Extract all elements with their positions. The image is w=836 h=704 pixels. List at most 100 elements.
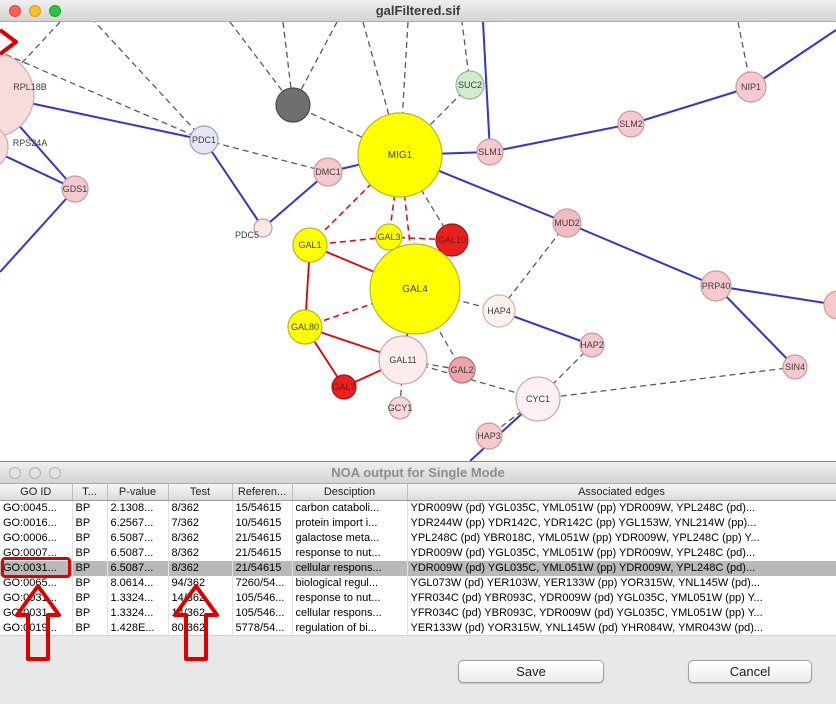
node-circle[interactable] [388, 396, 412, 420]
cell-p-value[interactable]: 6.5087... [107, 561, 169, 576]
network-edge[interactable] [537, 366, 796, 400]
cell-associated-edges[interactable]: YFR034C (pd) YBR093C, YDR009W (pd) YGL03… [407, 591, 836, 606]
node-circle[interactable] [435, 223, 469, 257]
cell-referen[interactable]: 10/54615 [232, 516, 293, 531]
network-node-cyc1[interactable]: CYC1 [515, 376, 561, 422]
node-circle[interactable] [189, 125, 219, 155]
cell-p-value[interactable]: 1.428E... [107, 621, 169, 636]
network-node-gal11[interactable]: GAL11 [378, 335, 428, 385]
cell-desciption[interactable]: response to nut... [292, 591, 408, 606]
network-edge[interactable] [482, 22, 491, 153]
node-circle[interactable] [476, 138, 504, 166]
node-circle[interactable] [0, 125, 9, 169]
column-header-test[interactable]: Test [168, 484, 233, 501]
cell-referen[interactable]: 21/54615 [232, 531, 293, 546]
cell-desciption[interactable]: cellular respons... [292, 606, 408, 621]
cell-desciption[interactable]: cellular respons... [292, 561, 408, 576]
node-circle[interactable] [735, 71, 767, 103]
cell-go-id[interactable]: GO:0031... [0, 591, 73, 606]
network-edge[interactable] [566, 222, 717, 287]
cell-t[interactable]: BP [72, 531, 108, 546]
cell-associated-edges[interactable]: YGL073W (pd) YER103W, YER133W (pp) YOR31… [407, 576, 836, 591]
node-circle[interactable] [378, 335, 428, 385]
cell-test[interactable]: 8/362 [168, 500, 233, 516]
cell-test[interactable]: 80/362 [168, 621, 233, 636]
node-circle[interactable] [455, 70, 485, 100]
cell-t[interactable]: BP [72, 546, 108, 561]
network-node-gal80[interactable]: GAL80 [287, 309, 323, 345]
cell-referen[interactable]: 15/54615 [232, 500, 293, 516]
network-node-suc2[interactable]: SUC2 [455, 70, 485, 100]
cell-p-value[interactable]: 6.2567... [107, 516, 169, 531]
network-edge[interactable] [0, 51, 205, 141]
node-circle[interactable] [448, 356, 476, 384]
cell-associated-edges[interactable]: YDR244W (pp) YDR142C, YDR142C (pp) YGL15… [407, 516, 836, 531]
cell-t[interactable]: BP [72, 591, 108, 606]
column-header-go-id[interactable]: GO ID [0, 484, 73, 501]
network-node-pdc5[interactable]: PDC5 [235, 218, 273, 240]
cell-t[interactable]: BP [72, 621, 108, 636]
node-circle[interactable] [782, 354, 808, 380]
network-edge[interactable] [489, 123, 632, 153]
network-edge[interactable] [750, 29, 836, 88]
network-node-edge1[interactable] [823, 290, 836, 320]
node-circle[interactable] [515, 376, 561, 422]
network-node-hap3[interactable]: HAP3 [475, 422, 503, 450]
cell-associated-edges[interactable]: YER133W (pd) YOR315W, YNL145W (pd) YHR08… [407, 621, 836, 636]
network-edge[interactable] [630, 86, 752, 125]
network-edge[interactable] [399, 154, 453, 241]
cell-test[interactable]: 7/362 [168, 516, 233, 531]
cell-p-value[interactable]: 2.1308... [107, 500, 169, 516]
cell-t[interactable]: BP [72, 500, 108, 516]
node-circle[interactable] [275, 87, 311, 123]
node-circle[interactable] [61, 175, 89, 203]
cell-p-value[interactable]: 6.5087... [107, 546, 169, 561]
network-node-slm1[interactable]: SLM1 [476, 138, 504, 166]
column-header-associated-edges[interactable]: Associated edges [407, 484, 836, 501]
network-edge[interactable] [292, 22, 338, 106]
noa-window-titlebar[interactable]: NOA output for Single Mode [0, 462, 836, 484]
network-node-hap4[interactable]: HAP4 [482, 294, 516, 328]
node-circle[interactable] [253, 218, 273, 238]
node-circle[interactable] [617, 110, 645, 138]
network-node-hap2[interactable]: HAP2 [579, 332, 605, 358]
cell-referen[interactable]: 21/54615 [232, 561, 293, 576]
network-node-gal10[interactable]: GAL10 [435, 223, 469, 257]
cell-test[interactable]: 8/362 [168, 561, 233, 576]
cell-referen[interactable]: 105/546... [232, 606, 293, 621]
network-node-gal2[interactable]: GAL2 [448, 356, 476, 384]
network-node-rpl18b[interactable]: RPL18B [0, 53, 47, 137]
cell-desciption[interactable]: protein import i... [292, 516, 408, 531]
cell-go-id[interactable]: GO:0006... [0, 531, 73, 546]
cell-test[interactable]: 8/362 [168, 531, 233, 546]
column-header-t[interactable]: T... [72, 484, 108, 501]
cell-go-id[interactable]: GO:0065... [0, 576, 73, 591]
node-circle[interactable] [357, 112, 443, 198]
node-circle[interactable] [375, 223, 403, 251]
cell-referen[interactable]: 5778/54... [232, 621, 293, 636]
cell-t[interactable]: BP [72, 516, 108, 531]
save-button[interactable]: Save [458, 660, 604, 683]
zoom-icon[interactable] [49, 466, 61, 479]
cell-desciption[interactable]: regulation of bi... [292, 621, 408, 636]
node-circle[interactable] [475, 422, 503, 450]
cell-associated-edges[interactable]: YDR009W (pd) YGL035C, YML051W (pp) YDR00… [407, 546, 836, 561]
cell-test[interactable]: 8/362 [168, 546, 233, 561]
network-node-gal3[interactable]: GAL3 [375, 223, 403, 251]
close-icon[interactable] [9, 466, 21, 479]
cell-go-id[interactable]: GO:0016... [0, 516, 73, 531]
network-graph[interactable]: RPL18BRPS24AGDS1PDC1DMC1MIG1SUC2SLM1SLM2… [0, 22, 836, 461]
network-node-gal7[interactable]: GAL7 [331, 374, 357, 400]
network-node-gal1[interactable]: GAL1 [292, 227, 328, 263]
network-node-dark1[interactable] [275, 87, 311, 123]
cell-go-id[interactable]: GO:0019... [0, 621, 73, 636]
close-icon[interactable] [9, 4, 21, 17]
network-node-pdc1[interactable]: PDC1 [189, 125, 219, 155]
network-node-rps24a[interactable]: RPS24A [0, 125, 47, 169]
node-circle[interactable] [579, 332, 605, 358]
